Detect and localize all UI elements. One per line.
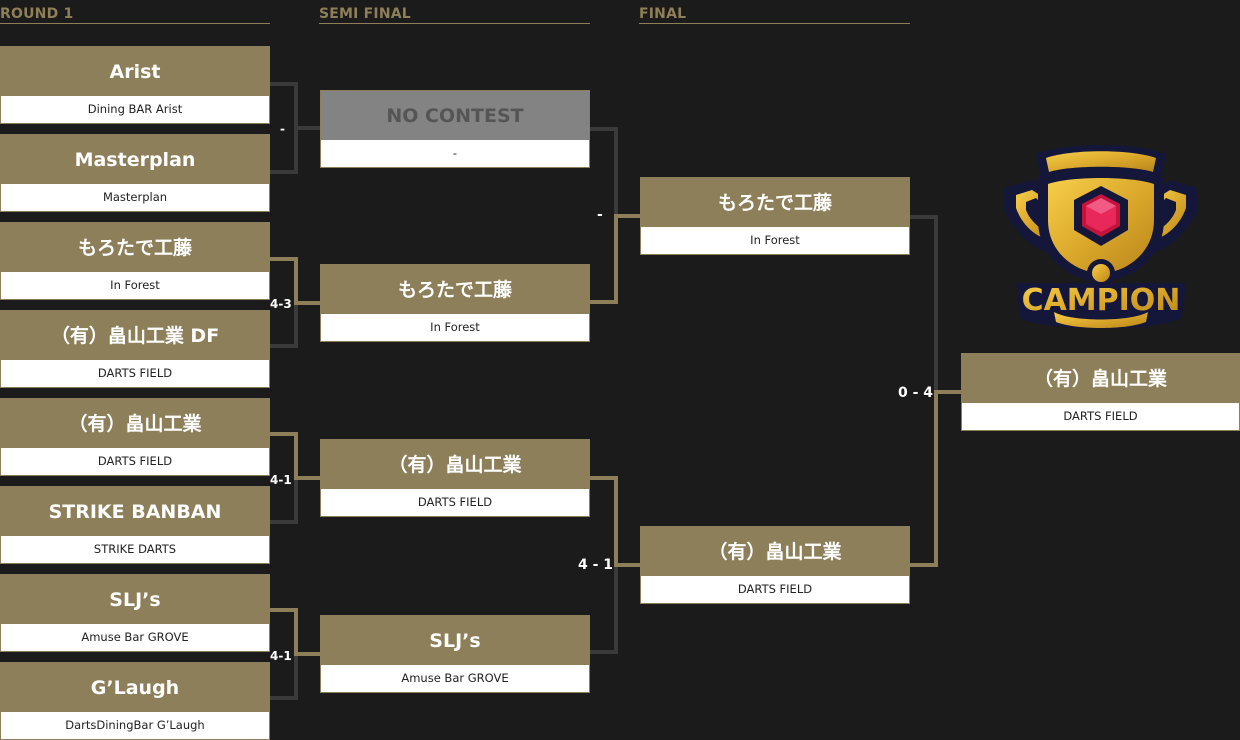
team-venue: In Forest [641, 227, 909, 254]
team-name: NO CONTEST [321, 91, 589, 140]
connector-line [614, 127, 618, 215]
match-score: 4-1 [270, 649, 292, 663]
round1-header: ROUND 1 [0, 4, 270, 24]
champion-trophy-icon: CAMPION [996, 140, 1206, 335]
connector-line [270, 696, 298, 700]
match-score: 4-3 [270, 297, 292, 311]
team-venue: Amuse Bar GROVE [321, 665, 589, 692]
connector-line [270, 82, 298, 86]
connector-line-win [294, 432, 298, 480]
team-venue: Dining BAR Arist [1, 96, 269, 123]
semi-match-card[interactable]: （有）畠山工業 DARTS FIELD [320, 439, 590, 517]
team-name: STRIKE BANBAN [48, 501, 222, 523]
semi-match-card[interactable]: SLJ’s Amuse Bar GROVE [320, 615, 590, 693]
round1-match-card[interactable]: STRIKE BANBAN STRIKE DARTS [0, 486, 270, 564]
connector-line-win [294, 257, 298, 305]
connector-line [294, 302, 298, 348]
team-venue: DARTS FIELD [1, 448, 269, 475]
team-name: もろたで工藤 [717, 192, 832, 214]
round1-match-card[interactable]: もろたで工藤 In Forest [0, 222, 270, 300]
connector-line [590, 127, 618, 131]
round1-match-card[interactable]: （有）畠山工業 DARTS FIELD [0, 398, 270, 476]
round1-match-card[interactable]: G’Laugh DartsDiningBar G’Laugh [0, 662, 270, 740]
team-name: Arist [109, 61, 161, 83]
team-name: G’Laugh [90, 677, 180, 699]
final-header: FINAL [639, 4, 910, 24]
connector-line [270, 520, 298, 524]
connector-line-win [270, 257, 298, 261]
champion-team-name: （有）畠山工業 [1033, 368, 1167, 390]
team-name: もろたで工藤 [397, 279, 512, 301]
connector-line-win [294, 652, 320, 656]
team-name: SLJ’s [429, 630, 481, 652]
team-venue: DARTS FIELD [321, 489, 589, 516]
champion-badge-text: CAMPION [1022, 283, 1181, 318]
connector-line-win [294, 301, 320, 305]
connector-line-win [614, 214, 618, 304]
semi-match-card-no-contest[interactable]: NO CONTEST - [320, 90, 590, 168]
connector-line-win [270, 432, 298, 436]
connector-line-win [614, 476, 618, 566]
semi-match-card[interactable]: もろたで工藤 In Forest [320, 264, 590, 342]
connector-line [294, 478, 298, 524]
connector-line-win [590, 476, 618, 480]
team-venue: In Forest [1, 272, 269, 299]
connector-line [590, 650, 618, 654]
connector-line-win [590, 300, 618, 304]
team-name: （有）畠山工業 DF [50, 325, 220, 347]
match-score: - [597, 207, 603, 223]
connector-line [614, 565, 618, 653]
connector-line-win [614, 563, 640, 567]
team-venue: DartsDiningBar G’Laugh [1, 712, 269, 739]
connector-line [270, 344, 298, 348]
connector-line [294, 126, 320, 130]
team-venue: - [321, 140, 589, 167]
round1-match-card[interactable]: SLJ’s Amuse Bar GROVE [0, 574, 270, 652]
team-venue: In Forest [321, 314, 589, 341]
connector-line [270, 170, 298, 174]
connector-line-win [294, 608, 298, 656]
connector-line [294, 654, 298, 700]
round1-match-card[interactable]: （有）畠山工業 DF DARTS FIELD [0, 310, 270, 388]
match-score: 4-1 [270, 473, 292, 487]
match-score: 4 - 1 [578, 557, 614, 573]
final-match-card[interactable]: もろたで工藤 In Forest [640, 177, 910, 255]
team-venue: DARTS FIELD [1, 360, 269, 387]
team-name: （有）畠山工業 [388, 454, 522, 476]
team-name: （有）畠山工業 [708, 541, 842, 563]
semi-final-header: SEMI FINAL [319, 4, 590, 24]
connector-line-win [910, 563, 938, 567]
connector-line-win [294, 476, 320, 480]
team-name: （有）畠山工業 [68, 413, 202, 435]
connector-line-win [270, 608, 298, 612]
final-score: 0 - 4 [898, 385, 934, 401]
final-match-card[interactable]: （有）畠山工業 DARTS FIELD [640, 526, 910, 604]
connector-line-win [614, 214, 640, 218]
team-name: Masterplan [74, 149, 196, 171]
connector-line [910, 215, 938, 219]
team-name: もろたで工藤 [77, 237, 192, 259]
team-venue: STRIKE DARTS [1, 536, 269, 563]
connector-line-win [934, 390, 938, 567]
champion-card[interactable]: （有）畠山工業 DARTS FIELD [961, 353, 1240, 431]
match-score: - [280, 122, 285, 136]
champion-team-venue: DARTS FIELD [962, 403, 1239, 430]
connector-line [934, 215, 938, 393]
team-venue: DARTS FIELD [641, 576, 909, 603]
round1-match-card[interactable]: Arist Dining BAR Arist [0, 46, 270, 124]
round1-match-card[interactable]: Masterplan Masterplan [0, 134, 270, 212]
connector-line-win [934, 390, 962, 394]
team-name: SLJ’s [109, 589, 161, 611]
team-venue: Amuse Bar GROVE [1, 624, 269, 651]
team-venue: Masterplan [1, 184, 269, 211]
